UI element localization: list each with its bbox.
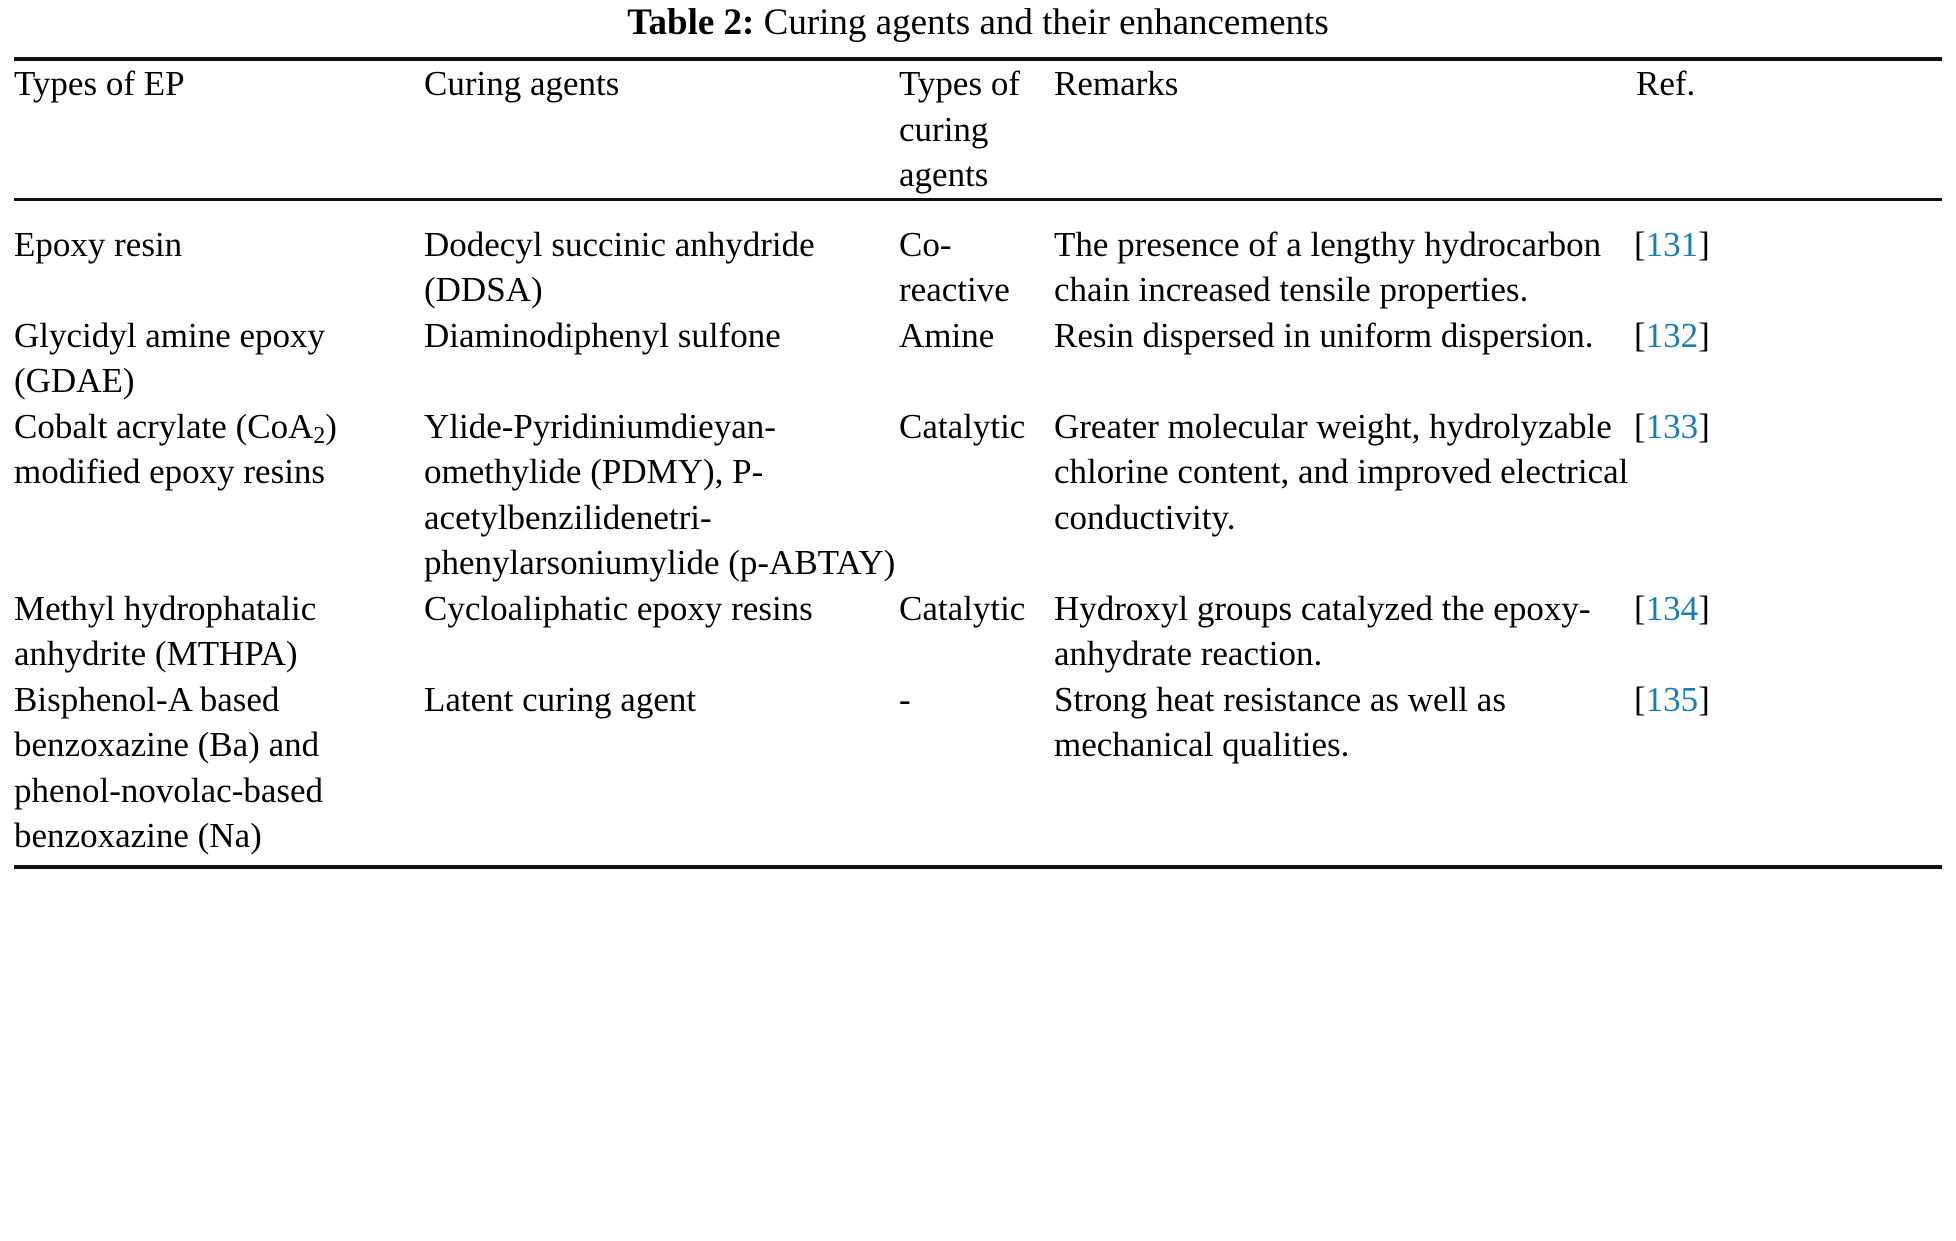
- cell-curing-agents: Cycloaliphatic epoxy resins: [424, 588, 813, 628]
- cell-types-of-curing-agents: Co-reactive: [899, 224, 1010, 310]
- cell-types-of-ep: Glycidyl amine epoxy (GDAE): [14, 315, 326, 401]
- ref-bracket-open: [: [1634, 315, 1646, 355]
- ref-bracket-open: [: [1634, 406, 1646, 446]
- reference-link[interactable]: 135: [1645, 679, 1699, 719]
- cell-types-of-curing-agents: -: [899, 679, 911, 719]
- cell-curing-agents: Diaminodiphenyl sulfone: [424, 315, 781, 355]
- cell-remarks: Hydroxyl groups catalyzed the epoxy-anhy…: [1054, 588, 1591, 674]
- reference-link[interactable]: 132: [1645, 315, 1699, 355]
- curing-agents-table-body: Epoxy resin Dodecyl succinic anhydride (…: [14, 201, 1942, 859]
- table-caption: Table 2: Curing agents and their enhance…: [14, 0, 1942, 57]
- table-row: Epoxy resin Dodecyl succinic anhydride (…: [14, 201, 1942, 313]
- table-row: Methyl hydrophatalic anhydrite (MTHPA) C…: [14, 586, 1942, 677]
- cell-types-of-ep-pre: Cobalt acrylate (CoA: [14, 406, 314, 446]
- cell-types-of-curing-agents: Catalytic: [899, 588, 1026, 628]
- cell-curing-agents: Ylide-Pyridiniumdieyan-omethylide (PDMY)…: [424, 406, 896, 583]
- cell-types-of-ep-post: ) modified epoxy resins: [14, 406, 337, 492]
- ref-bracket-open: [: [1634, 679, 1646, 719]
- cell-types-of-curing-agents: Catalytic: [899, 406, 1026, 446]
- ref-bracket-close: ]: [1698, 224, 1710, 264]
- ref-bracket-close: ]: [1698, 406, 1710, 446]
- cell-ref: [134]: [1634, 586, 1942, 677]
- cell-remarks: The presence of a lengthy hydrocarbon ch…: [1054, 224, 1602, 310]
- table-row: Glycidyl amine epoxy (GDAE) Diaminodiphe…: [14, 313, 1942, 404]
- table-top-rule: [14, 57, 1942, 62]
- ref-bracket-open: [: [1634, 224, 1646, 264]
- cell-remarks: Greater molecular weight, hydrolyzable c…: [1054, 406, 1629, 537]
- column-header-curing-agents: Curing agents: [424, 64, 620, 104]
- cell-curing-agents: Latent curing agent: [424, 679, 697, 719]
- table-row: Bisphenol-A based benzoxazine (Ba) and p…: [14, 677, 1942, 859]
- reference-link[interactable]: 134: [1645, 588, 1699, 628]
- cell-curing-agents: Dodecyl succinic anhydride (DDSA): [424, 224, 815, 310]
- ref-bracket-close: ]: [1698, 588, 1710, 628]
- column-header-types-of-ep: Types of EP: [14, 64, 185, 104]
- reference-link[interactable]: 131: [1645, 224, 1699, 264]
- cell-types-of-curing-agents: Amine: [899, 315, 995, 355]
- cell-types-of-ep-subscript: 2: [313, 423, 326, 450]
- cell-types-of-ep: Epoxy resin: [14, 224, 183, 264]
- ref-bracket-close: ]: [1698, 315, 1710, 355]
- table-bottom-rule: [14, 864, 1942, 869]
- ref-bracket-close: ]: [1698, 679, 1710, 719]
- table-row: Cobalt acrylate (CoA2) modified epoxy re…: [14, 404, 1942, 586]
- cell-remarks: Resin dispersed in uniform dispersion.: [1054, 315, 1594, 355]
- column-header-remarks: Remarks: [1054, 64, 1179, 104]
- cell-remarks: Strong heat resistance as well as mechan…: [1054, 679, 1506, 765]
- cell-ref: [135]: [1634, 677, 1942, 859]
- column-header-types-of-curing-agents: Types of curing agents: [899, 64, 1020, 195]
- cell-ref: [131]: [1634, 201, 1942, 313]
- cell-types-of-ep: Methyl hydrophatalic anhydrite (MTHPA): [14, 588, 317, 674]
- table-caption-label: Table 2:: [627, 2, 755, 43]
- ref-bracket-open: [: [1634, 588, 1646, 628]
- table-header-rule: [14, 197, 1942, 201]
- cell-ref: [132]: [1634, 313, 1942, 404]
- column-header-ref: Ref.: [1636, 64, 1696, 104]
- reference-link[interactable]: 133: [1645, 406, 1699, 446]
- cell-types-of-ep: Cobalt acrylate (CoA2) modified epoxy re…: [14, 404, 424, 586]
- cell-types-of-ep: Bisphenol-A based benzoxazine (Ba) and p…: [14, 679, 324, 856]
- cell-ref: [133]: [1634, 404, 1942, 586]
- table-caption-text: Curing agents and their enhancements: [763, 2, 1329, 43]
- curing-agents-table: Types of EP Curing agents Types of curin…: [14, 61, 1942, 198]
- table-header-row: Types of EP Curing agents Types of curin…: [14, 61, 1942, 198]
